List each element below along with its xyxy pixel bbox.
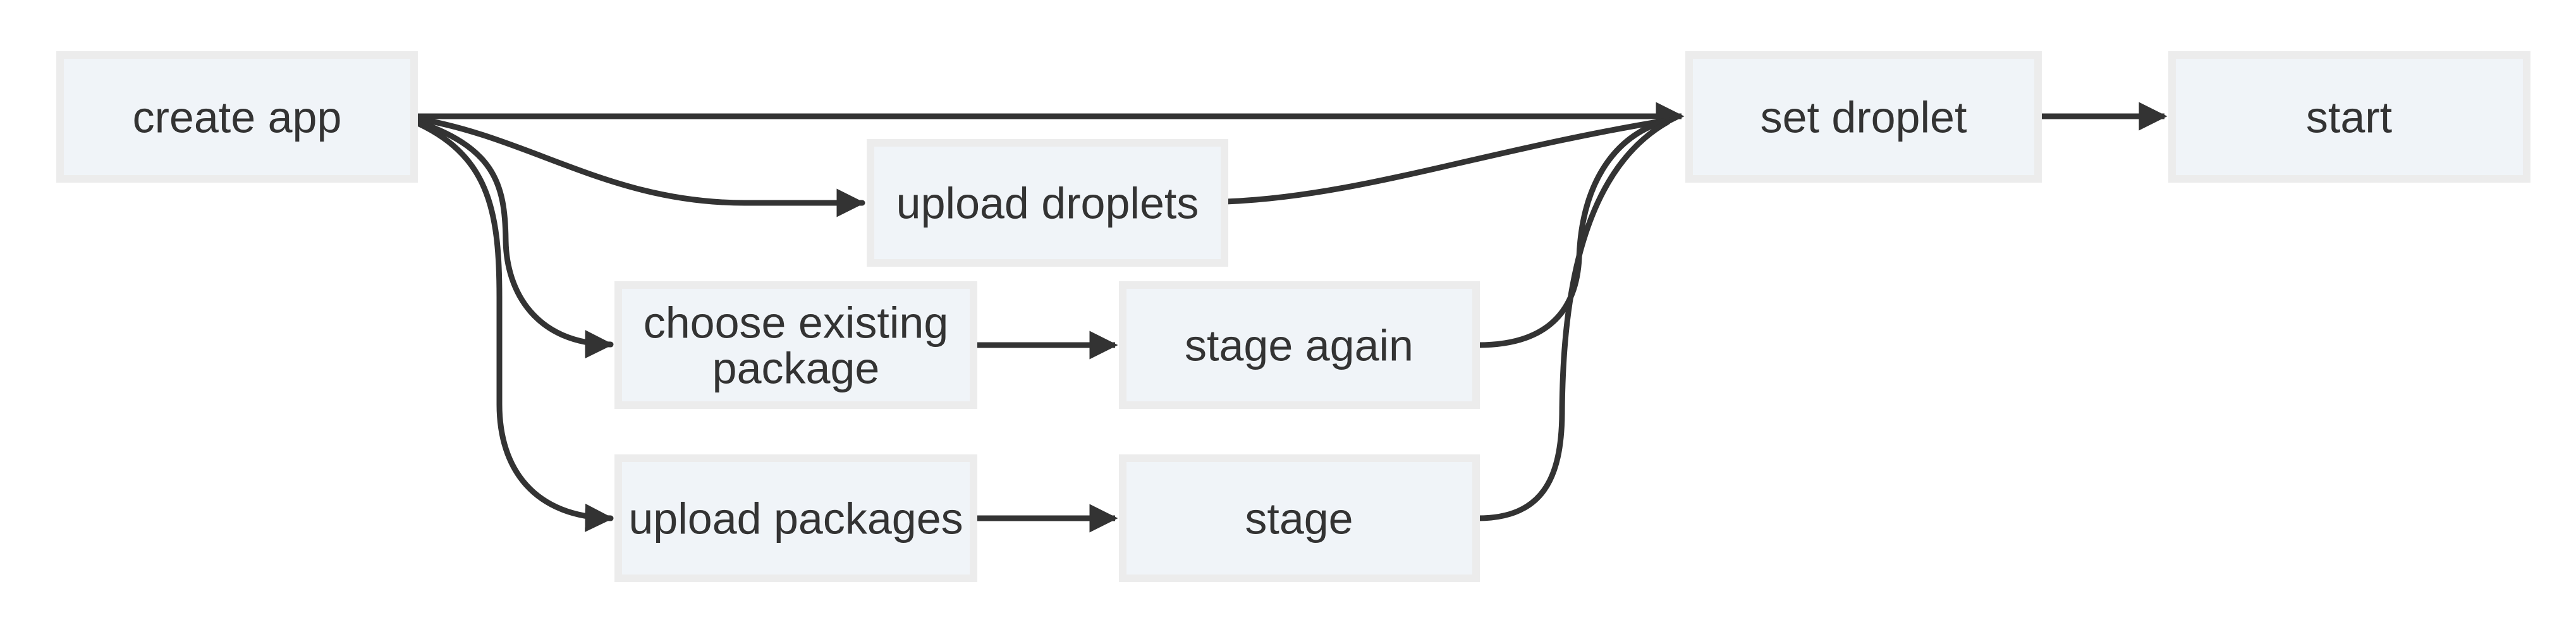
node-choose-existing-package-box bbox=[614, 281, 977, 409]
edge-stage-to-set-droplet bbox=[1475, 119, 1671, 521]
edge-upload-droplets-to-set-droplet bbox=[1223, 117, 1672, 205]
node-stage: stage bbox=[1119, 454, 1480, 582]
node-upload-droplets: upload droplets bbox=[867, 139, 1228, 267]
node-stage-again: stage again bbox=[1119, 281, 1480, 409]
edge-layer bbox=[409, 102, 2168, 533]
node-stage-box bbox=[1119, 454, 1480, 582]
node-upload-droplets-box bbox=[867, 139, 1228, 267]
node-upload-packages-box bbox=[614, 454, 977, 582]
node-choose-existing-package-label-line1: choose existing bbox=[644, 298, 949, 348]
node-create-app: create app bbox=[56, 51, 418, 183]
node-choose-existing-package-label-line2: package bbox=[712, 344, 880, 393]
node-stage-label: stage bbox=[1245, 494, 1353, 544]
node-set-droplet-box bbox=[1685, 51, 2042, 183]
node-upload-packages: upload packages bbox=[614, 454, 977, 582]
node-start-label: start bbox=[2306, 93, 2392, 142]
node-upload-packages-label: upload packages bbox=[628, 494, 963, 544]
node-choose-existing-package: choose existing package bbox=[614, 281, 977, 409]
edge-create-app-to-upload-droplets bbox=[411, 115, 865, 217]
node-create-app-box bbox=[56, 51, 418, 183]
node-start-box bbox=[2168, 51, 2530, 183]
node-stage-again-box bbox=[1119, 281, 1480, 409]
edge-create-app-to-choose-existing-package bbox=[410, 117, 614, 359]
edge-create-app-to-upload-packages bbox=[409, 118, 614, 532]
node-stage-again-label: stage again bbox=[1185, 321, 1413, 370]
node-set-droplet: set droplet bbox=[1685, 51, 2042, 183]
node-start: start bbox=[2168, 51, 2530, 183]
node-create-app-label: create app bbox=[133, 93, 342, 142]
node-upload-droplets-label: upload droplets bbox=[896, 179, 1199, 228]
node-set-droplet-label: set droplet bbox=[1761, 93, 1967, 142]
